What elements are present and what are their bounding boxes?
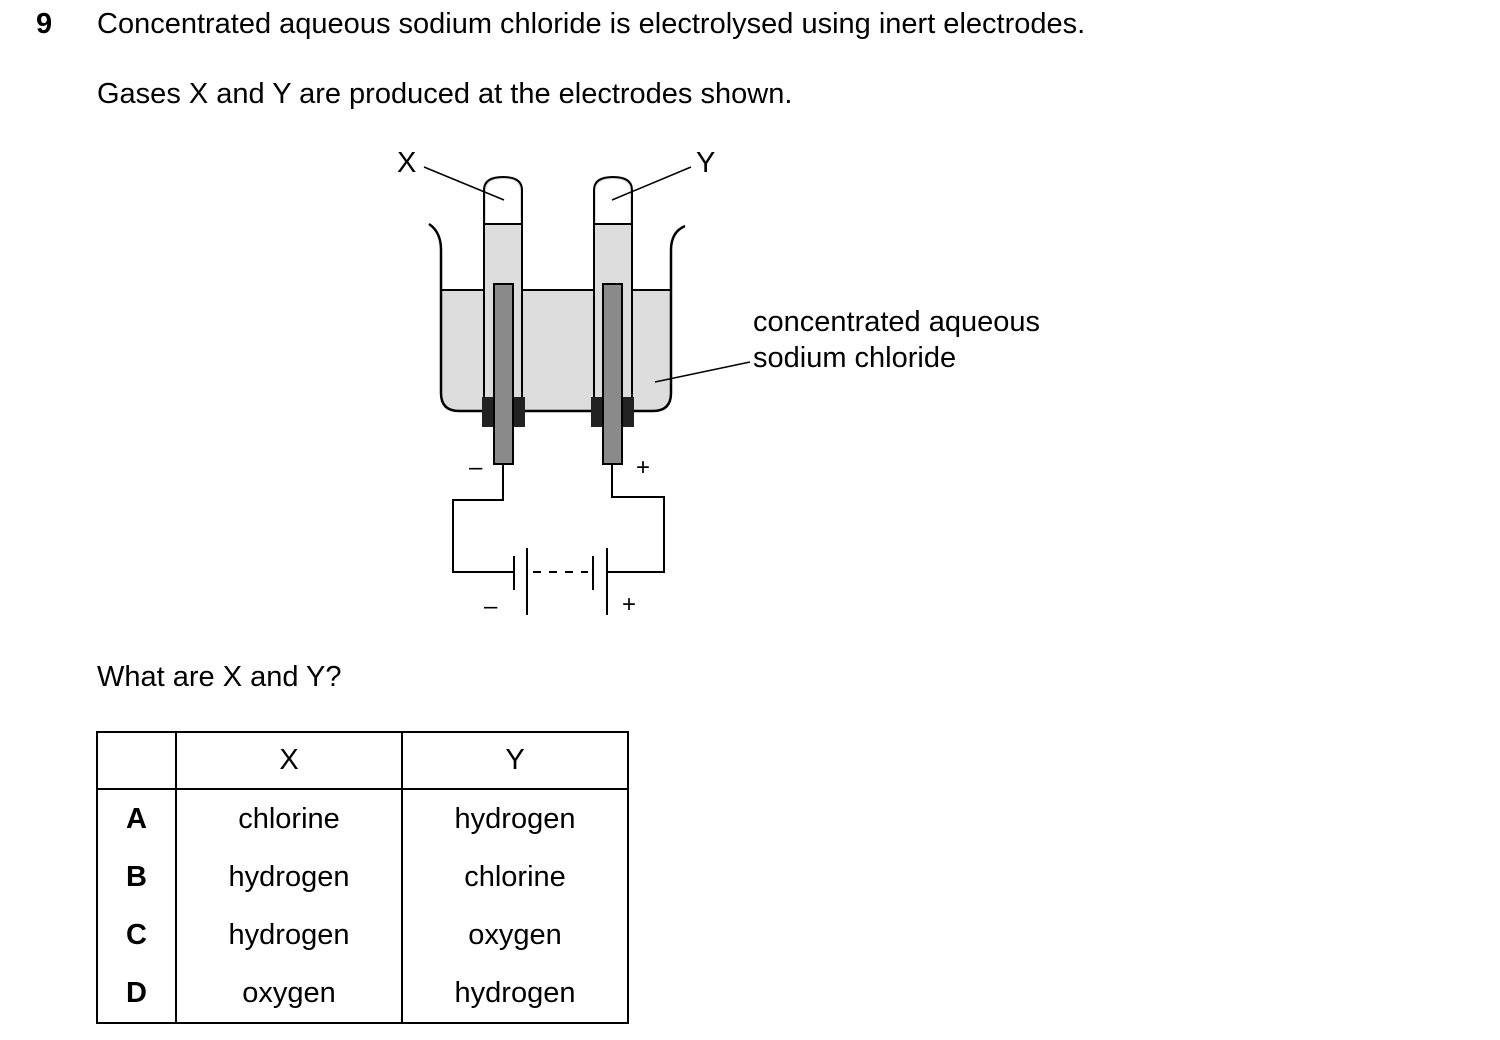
solution-label-pointer: [654, 361, 751, 383]
header-x: X: [175, 731, 403, 790]
wire-left: [452, 464, 514, 573]
table-header-row: X Y: [96, 731, 629, 790]
table-row[interactable]: D oxygen hydrogen: [96, 964, 629, 1024]
label-x: X: [397, 147, 416, 179]
electrolyte-solution: [441, 290, 671, 411]
label-y-pointer: [611, 166, 692, 201]
left-gas-space: [486, 179, 520, 224]
battery-positive-sign: +: [622, 591, 636, 618]
anode-electrode: [602, 283, 623, 465]
anode-sign: +: [636, 454, 650, 481]
option-x: chlorine: [175, 789, 403, 848]
wire-right: [607, 464, 665, 573]
battery-negative-sign: –: [484, 593, 498, 620]
solution-label-line1: concentrated aqueous: [753, 306, 1040, 338]
option-y: hydrogen: [401, 789, 629, 848]
option-y: oxygen: [401, 906, 629, 964]
answer-table: X Y A chlorine hydrogen B hydrogen chlor…: [96, 731, 629, 1024]
right-gas-space: [596, 179, 630, 224]
option-x: oxygen: [175, 964, 403, 1024]
label-y: Y: [696, 147, 715, 179]
label-x-pointer: [423, 166, 505, 201]
question-stem: Concentrated aqueous sodium chloride is …: [97, 8, 1086, 40]
cathode-electrode: [493, 283, 514, 465]
header-option: [96, 731, 177, 790]
option-y: hydrogen: [401, 964, 629, 1024]
option-letter: D: [96, 964, 177, 1024]
option-letter: A: [96, 789, 177, 848]
option-x: hydrogen: [175, 906, 403, 964]
header-y: Y: [401, 731, 629, 790]
option-letter: B: [96, 848, 177, 906]
option-x: hydrogen: [175, 848, 403, 906]
electrolysis-diagram: X Y concentrated aqueous sodium chloride…: [397, 147, 1040, 620]
table-row[interactable]: B hydrogen chlorine: [96, 848, 629, 906]
question-ask: What are X and Y?: [97, 661, 342, 693]
table-row[interactable]: A chlorine hydrogen: [96, 789, 629, 848]
question-number: 9: [36, 8, 53, 40]
beaker: [428, 222, 686, 413]
question-subtext: Gases X and Y are produced at the electr…: [97, 78, 793, 110]
table-row[interactable]: C hydrogen oxygen: [96, 906, 629, 964]
option-y: chlorine: [401, 848, 629, 906]
solution-label-line2: sodium chloride: [753, 342, 956, 374]
option-letter: C: [96, 906, 177, 964]
cathode-sign: –: [469, 454, 483, 481]
